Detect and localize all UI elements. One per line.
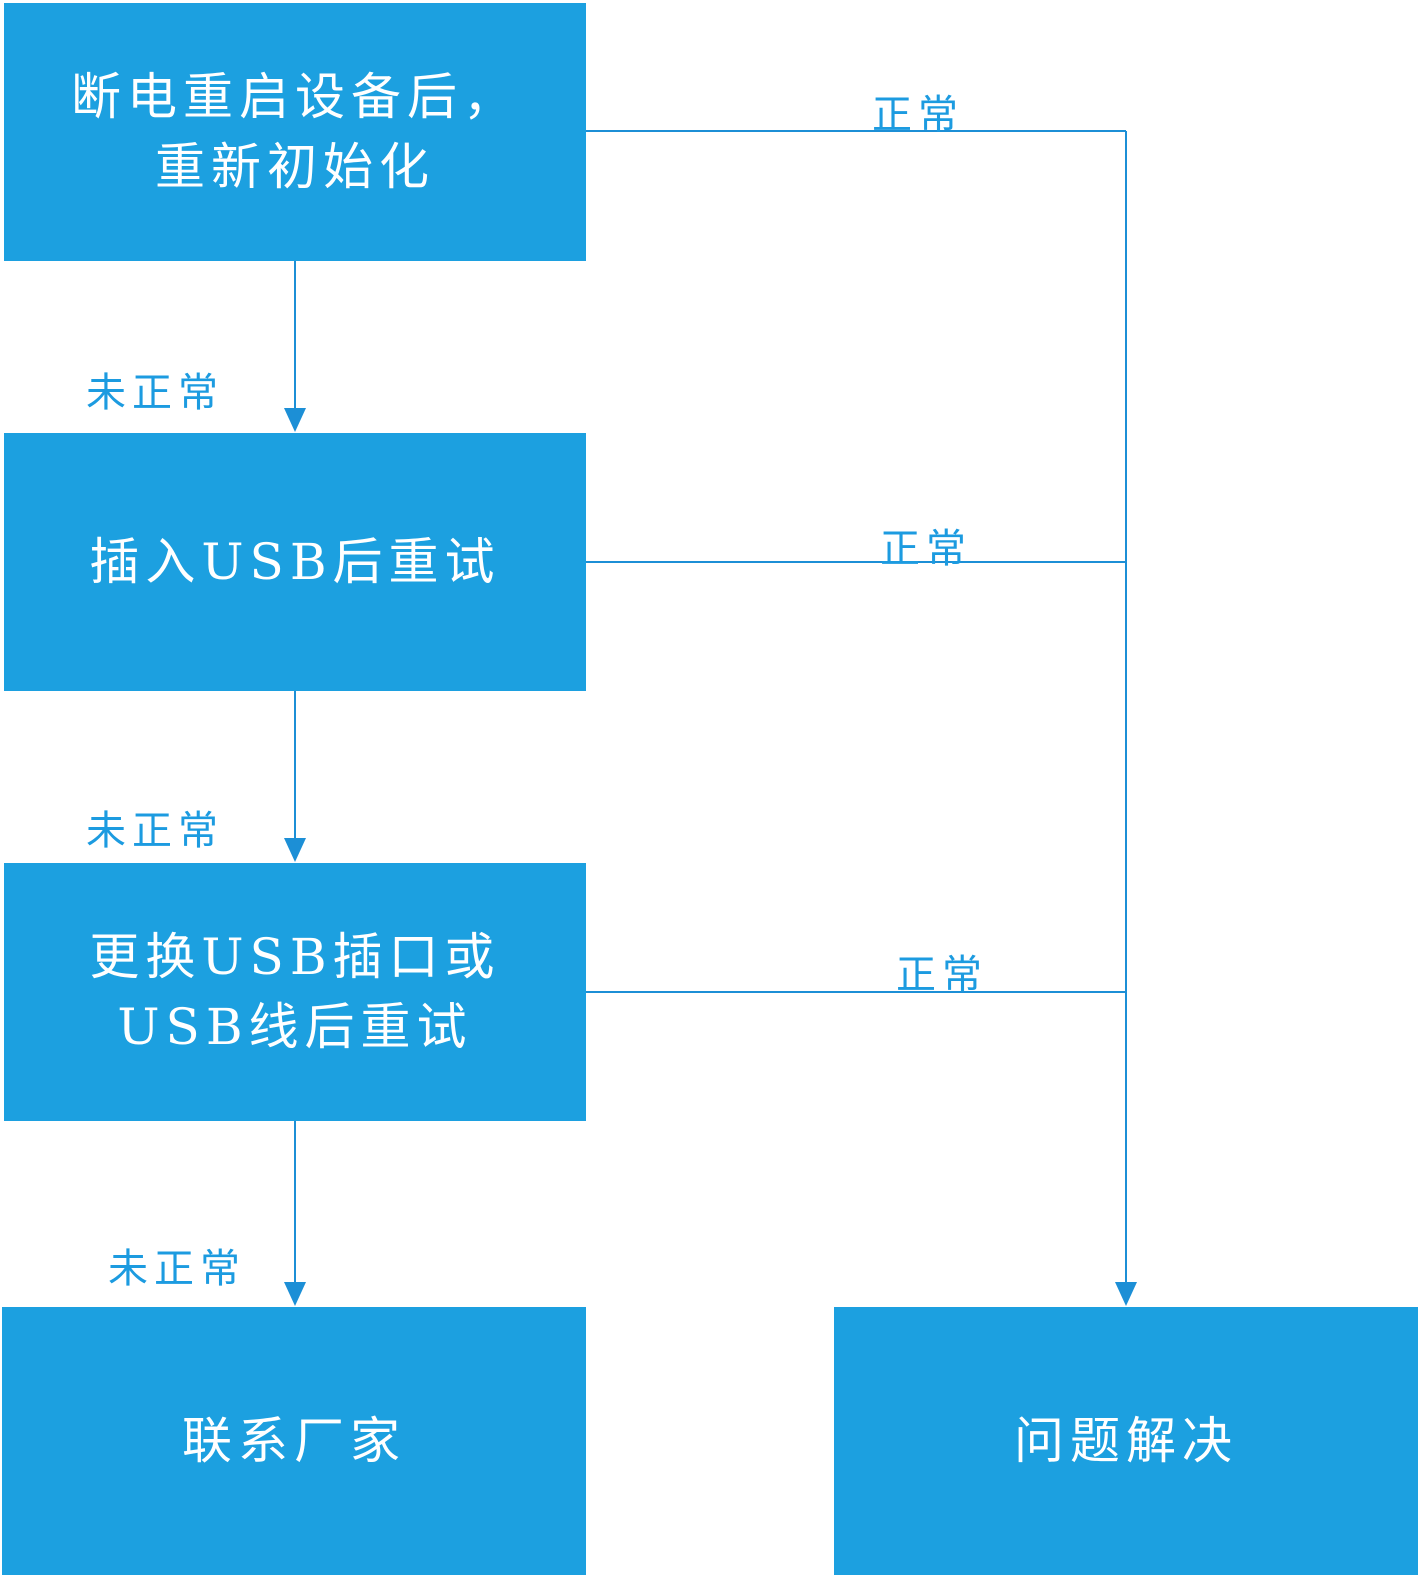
step-restart-line1: 断电重启设备后， (71, 68, 519, 126)
label-fail-3: 未正常 (108, 1246, 246, 1292)
step-replace-usb: 更换USB插口或 USB线后重试 (4, 863, 586, 1121)
step-usb-line1: 插入USB后重试 (89, 533, 501, 591)
step-restart-line2: 重新初始化 (155, 138, 435, 196)
step-replace-line1: 更换USB插口或 (89, 928, 501, 986)
label-ok-2: 正常 (880, 526, 972, 572)
step-problem-solved: 问题解决 (834, 1307, 1418, 1575)
label-ok-1: 正常 (872, 92, 964, 138)
label-fail-2: 未正常 (86, 808, 224, 854)
step-contact-line1: 联系厂家 (182, 1412, 406, 1470)
arrowhead-2 (284, 838, 306, 862)
arrowhead-3 (284, 1282, 306, 1306)
arrowhead-4 (1115, 1282, 1137, 1306)
label-fail-1: 未正常 (86, 370, 224, 416)
step-solved-line1: 问题解决 (1014, 1412, 1238, 1470)
step-insert-usb: 插入USB后重试 (4, 433, 586, 691)
step-contact-vendor: 联系厂家 (2, 1307, 586, 1575)
label-ok-3: 正常 (896, 952, 988, 998)
step-restart-device: 断电重启设备后， 重新初始化 (4, 3, 586, 261)
step-replace-line2: USB线后重试 (117, 998, 473, 1056)
arrowhead-1 (284, 408, 306, 432)
